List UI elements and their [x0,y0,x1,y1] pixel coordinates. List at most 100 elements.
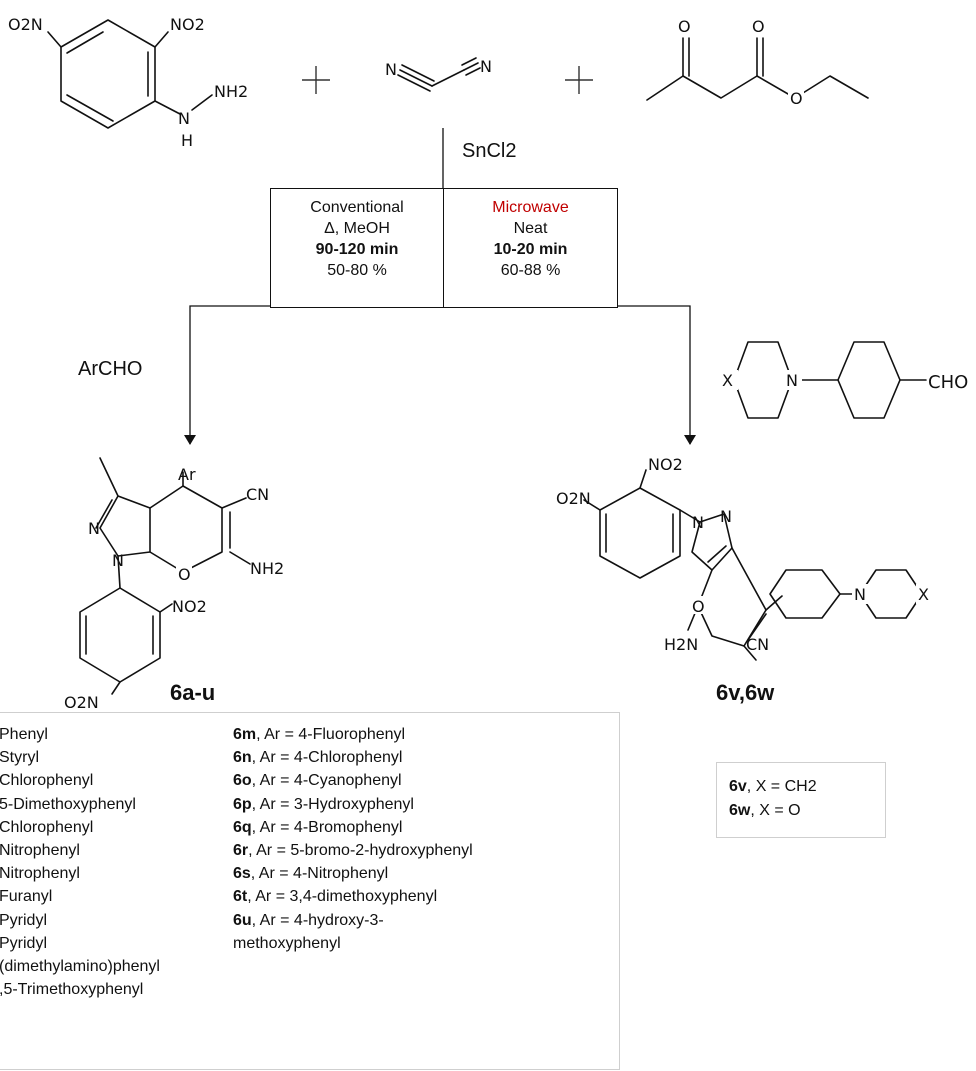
list-item: 6r, Ar = 5-bromo-2-hydroxyphenyl [233,839,473,862]
svg-text:N: N [112,551,124,570]
list-item: Furanyl [0,888,53,906]
reagent-malononitrile: N N [385,57,492,92]
list-item: Chlorophenyl [0,772,94,790]
svg-text:NO2: NO2 [170,15,205,34]
compound-substituent: , Ar = 3,4-dimethoxyphenyl [247,888,438,906]
list-item: Chlorophenyl [0,818,94,836]
svg-text:O: O [178,565,191,584]
compound-id: 6w [729,802,751,819]
svg-text:NO2: NO2 [648,455,683,474]
svg-text:X: X [722,371,733,390]
conventional-time: 90-120 min [315,241,399,258]
list-item: 6q, Ar = 4-Bromophenyl [233,816,473,839]
svg-text:N: N [720,507,732,526]
svg-text:CN: CN [746,635,769,654]
svg-text:O: O [678,17,691,36]
compound-substituent: methoxyphenyl [233,934,341,952]
svg-text:Ar: Ar [178,465,196,484]
list-item: 6m, Ar = 4-Fluorophenyl [233,723,473,746]
compound-substituent: , Ar = 3-Hydroxyphenyl [251,795,414,813]
svg-text:O2N: O2N [556,489,591,508]
svg-text:N: N [385,60,397,79]
compound-substituent: , X = O [750,802,801,819]
branch-arrows [184,305,696,445]
compound-id: 6t [233,888,248,906]
list-item: Nitrophenyl [0,865,80,883]
archo-reagent-label: ArCHO [78,358,143,380]
compound-substituent: , X = CH2 [746,778,817,795]
list-item: Pyridyl [0,911,48,929]
list-item: 6u, Ar = 4-hydroxy-3- [233,909,473,932]
list-item: 6p, Ar = 3-Hydroxyphenyl [233,793,473,816]
microwave-yield: 60-88 % [500,262,561,279]
compound-id: 6p [233,795,252,813]
compound-substituent: , Ar = 5-bromo-2-hydroxyphenyl [248,842,473,860]
svg-text:X: X [918,585,929,604]
svg-text:NO2: NO2 [172,597,207,616]
product-6a-u-structure: Ar CN NH2 O N N NO2 O2N [64,457,284,712]
list-item: 6s, Ar = 4-Nitrophenyl [233,862,473,885]
svg-text:N: N [786,371,798,390]
conditions-table: Conventional Δ, MeOH 90-120 min 50-80 % … [270,188,618,308]
conventional-solvent: Δ, MeOH [324,220,390,237]
compound-substituent: , Ar = 4-hydroxy-3- [251,911,384,929]
compound-id: 6o [233,772,252,790]
svg-text:N: N [88,519,100,538]
plus-sign-2 [565,66,593,94]
list-item: methoxyphenyl [233,932,473,955]
list-item: 6w, X = O [729,799,817,823]
reagent-dinitrophenylhydrazine: O2N NO2 N H NH2 [8,15,248,150]
compound-substituent: , Ar = 4-Bromophenyl [251,818,403,836]
list-item: Pyridyl [0,934,48,952]
microwave-solvent: Neat [513,220,548,237]
svg-text:N: N [480,57,492,76]
svg-text:N: N [854,585,866,604]
compound-id: 6v [729,778,747,795]
list-item: Styryl [0,749,39,767]
list-item: 6o, Ar = 4-Cyanophenyl [233,769,473,792]
compound-substituent: , Ar = 4-Nitrophenyl [250,865,389,883]
list-item: 5-Dimethoxyphenyl [0,795,136,813]
svg-text:O: O [790,89,803,108]
right-aldehyde-reagent: X N CHO [720,341,968,419]
microwave-conditions: Microwave Neat 10-20 min 60-88 % [444,189,617,307]
compound-id: 6u [233,911,252,929]
list-item: 6n, Ar = 4-Chlorophenyl [233,746,473,769]
compound-id: 6r [233,842,249,860]
conventional-conditions: Conventional Δ, MeOH 90-120 min 50-80 % [271,189,444,307]
microwave-time: 10-20 min [493,241,568,258]
svg-text:O: O [692,597,705,616]
svg-text:O2N: O2N [64,693,99,712]
product-label-6v-6w: 6v,6w [716,680,775,705]
list-item: 6v, X = CH2 [729,775,817,799]
plus-sign-1 [302,66,330,94]
compound-substituent: , Ar = 4-Chlorophenyl [251,749,403,767]
compound-id: 6q [233,818,252,836]
compound-id: 6n [233,749,252,767]
svg-text:H2N: H2N [664,635,698,654]
conventional-label: Conventional [310,199,404,216]
svg-text:H: H [181,131,193,150]
compound-id: 6s [233,865,251,883]
catalyst-label: SnCl2 [462,140,517,162]
svg-text:O2N: O2N [8,15,43,34]
list-item: Nitrophenyl [0,842,80,860]
microwave-label: Microwave [492,199,569,216]
compound-substituent: , Ar = 4-Cyanophenyl [251,772,402,790]
compound-id: 6m [233,726,257,743]
reagent-ethyl-acetoacetate: O O O [646,17,869,108]
list-item: 6t, Ar = 3,4-dimethoxyphenyl [233,885,473,908]
svg-text:O: O [752,17,765,36]
list-item: ,5-Trimethoxyphenyl [0,981,144,999]
conventional-yield: 50-80 % [327,262,387,279]
svg-text:N: N [692,513,704,532]
list-item: (dimethylamino)phenyl [0,958,160,976]
svg-text:NH2: NH2 [214,82,248,101]
svg-text:NH2: NH2 [250,559,284,578]
svg-text:CHO: CHO [928,372,968,393]
